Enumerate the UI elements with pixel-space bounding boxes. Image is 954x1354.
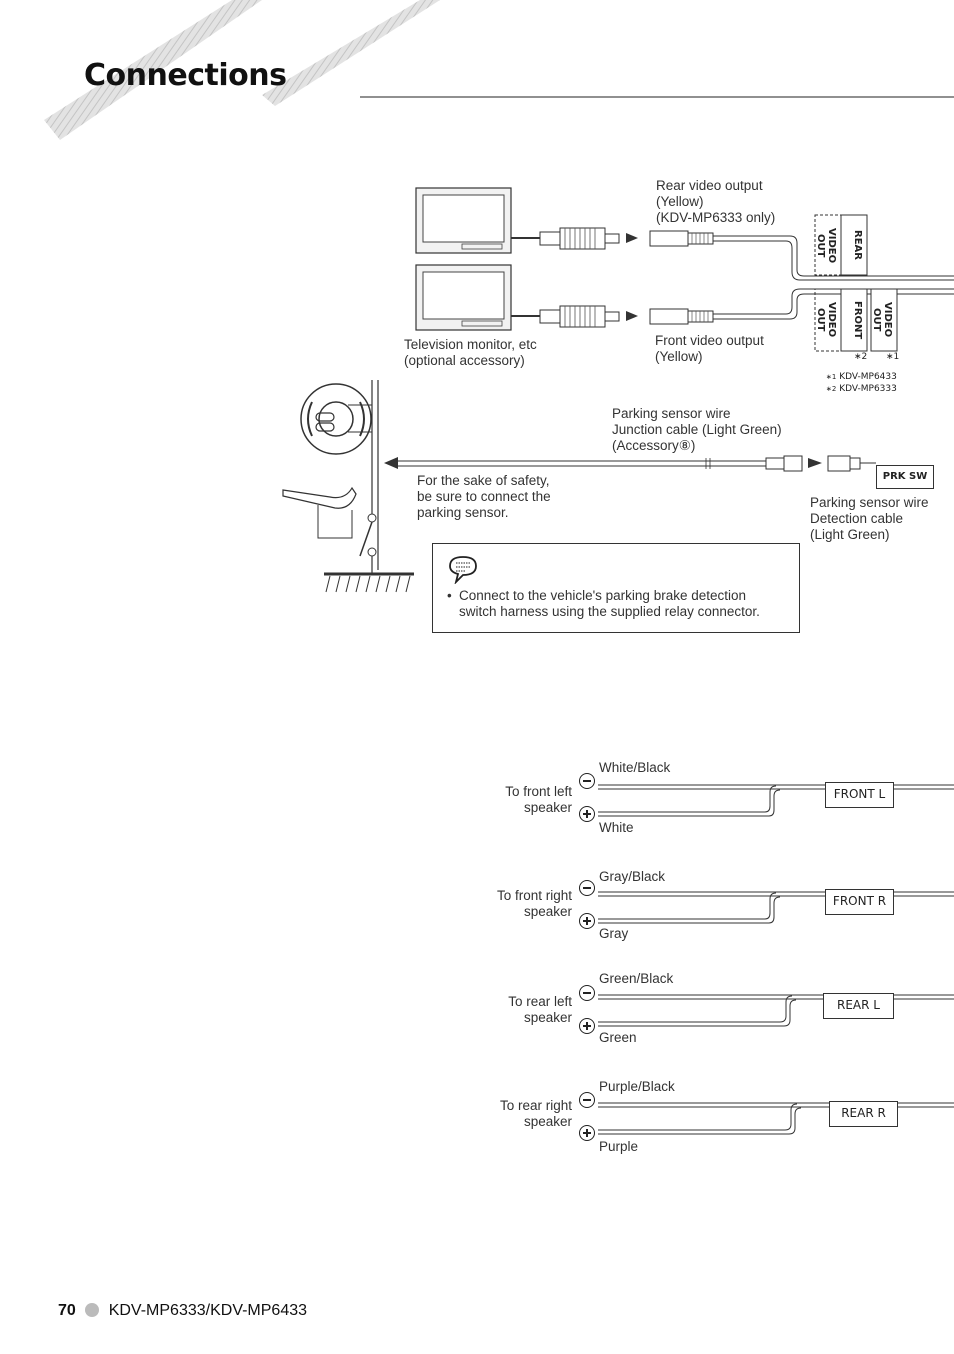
- television-monitor-icon: [415, 187, 512, 254]
- monitor-label: Television monitor, etc (optional access…: [404, 337, 537, 368]
- speaker-front-right-label: To front right speaker: [496, 888, 572, 919]
- wire-color-positive: Gray: [599, 926, 629, 941]
- footer-bullet-icon: [85, 1303, 100, 1317]
- header-stripe-decoration: [44, 0, 954, 140]
- video-diagram: [282, 187, 954, 593]
- note-text: •Connect to the vehicle's parking brake …: [447, 588, 760, 619]
- ground-symbol-icon: [324, 572, 414, 593]
- model-name: KDV-MP6333/KDV-MP6433: [108, 1302, 308, 1319]
- front-box-label: FRONT: [852, 300, 863, 340]
- television-monitor-icon: [415, 264, 512, 331]
- detection-cable-label: Parking sensor wire Detection cable (Lig…: [810, 495, 929, 542]
- wire-color-negative: White/Black: [599, 760, 671, 775]
- speaker-front-right-wires: [598, 891, 954, 924]
- wire-color-positive: Green: [599, 1030, 637, 1045]
- rear-l-terminal: REAR L: [823, 993, 894, 1019]
- wire-color-negative: Green/Black: [599, 971, 674, 986]
- prk-sw-terminal: PRK SW: [876, 465, 934, 489]
- wire-color-positive: Purple: [599, 1139, 639, 1154]
- front-r-terminal: FRONT R: [825, 889, 894, 915]
- wire-color-negative: Gray/Black: [599, 869, 666, 884]
- video-out-footnote-mark: ∗1: [886, 352, 900, 362]
- plus-icon: [579, 1018, 595, 1034]
- page-number: 70: [58, 1302, 76, 1319]
- front-footnote-mark: ∗2: [854, 352, 868, 362]
- safety-label: For the sake of safety, be sure to conne…: [417, 473, 551, 520]
- speaker-front-left-wires: [598, 784, 954, 817]
- wire-color-positive: White: [599, 820, 634, 835]
- rca-cable-icon: [511, 288, 954, 328]
- speaker-rear-left-wires: [598, 994, 954, 1027]
- minus-icon: [579, 1092, 595, 1108]
- front-video-output-label: Front video output (Yellow): [655, 333, 764, 364]
- minus-icon: [579, 985, 595, 1001]
- footnote-2: ∗2 KDV-MP6333: [826, 384, 897, 394]
- wire-color-negative: Purple/Black: [599, 1079, 675, 1094]
- rear-video-out-label: VIDEO OUT: [815, 228, 837, 264]
- plus-icon: [579, 806, 595, 822]
- rear-r-terminal: REAR R: [829, 1101, 898, 1127]
- page-footer: 70 KDV-MP6333/KDV-MP6433: [58, 1302, 307, 1320]
- rear-box-label: REAR: [852, 230, 863, 260]
- speaker-rear-right-wires: [598, 1102, 954, 1135]
- speaker-wiring-diagram: [598, 784, 954, 1135]
- parking-brake-lamp-icon: [300, 383, 372, 455]
- minus-icon: [579, 773, 595, 789]
- page-title: Connections: [84, 58, 287, 93]
- front-video-out-label: VIDEO OUT: [815, 302, 837, 338]
- rca-cable-icon: [511, 227, 954, 281]
- plus-icon: [579, 913, 595, 929]
- note-speech-bubble-icon: [449, 556, 477, 584]
- minus-icon: [579, 880, 595, 896]
- rear-video-output-label: Rear video output (Yellow) (KDV-MP6333 o…: [656, 178, 776, 225]
- speaker-rear-right-label: To rear right speaker: [499, 1098, 572, 1129]
- plus-icon: [579, 1125, 595, 1141]
- footnote-1: ∗1 KDV-MP6433: [826, 372, 897, 382]
- parking-brake-lever-icon: [282, 486, 357, 509]
- junction-cable-label: Parking sensor wire Junction cable (Ligh…: [612, 406, 782, 453]
- speaker-front-left-label: To front left speaker: [505, 784, 572, 815]
- speaker-rear-left-label: To rear left speaker: [508, 994, 572, 1025]
- parking-sensor-wire: [384, 455, 876, 472]
- video-out-box-label: VIDEO OUT: [871, 302, 893, 338]
- note-box: •Connect to the vehicle's parking brake …: [432, 543, 800, 633]
- front-l-terminal: FRONT L: [825, 782, 894, 808]
